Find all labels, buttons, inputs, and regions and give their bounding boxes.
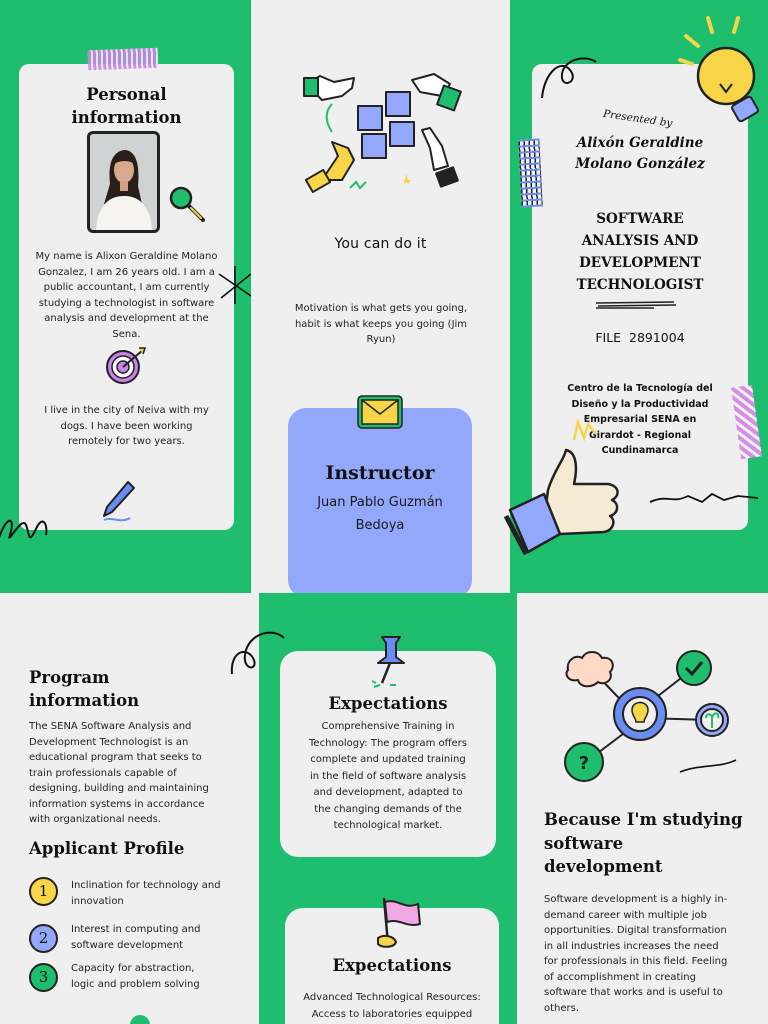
panel-because-bg [517, 593, 768, 1024]
expectations-card-1 [280, 651, 496, 857]
personal-title-line1: Personal [86, 85, 167, 104]
pencil-icon [103, 481, 135, 522]
personal-title-line2: information [71, 108, 182, 127]
program-description: The SENA Software Analysis and Developme… [29, 721, 209, 825]
applicant-item-text: Capacity for abstraction, logic and prob… [71, 963, 200, 990]
svg-text:?: ? [579, 753, 589, 774]
cover-institution: Centro de la Tecnología del Diseño y la … [567, 383, 713, 456]
expectations-title-2: Expectations [332, 956, 452, 975]
expectations-card-2 [285, 908, 499, 1024]
motivation-quote: Motivation is what gets you going, habit… [294, 303, 468, 345]
because-title: Because I'm studying software developmen… [544, 810, 743, 876]
program-title-line1: Program [29, 668, 110, 687]
motivation-heading: You can do it [334, 236, 427, 252]
avatar-photo [90, 134, 157, 230]
star-sketch-decoration [218, 266, 252, 304]
instructor-card [288, 408, 472, 598]
loop-decoration [541, 57, 597, 99]
avatar [87, 131, 160, 233]
expectations-text-2: Advanced Technological Resources: Access… [303, 992, 481, 1020]
loop-decoration [230, 631, 285, 675]
dot-decoration [130, 1015, 150, 1024]
scribble-decoration [572, 417, 597, 442]
idea-network-icon: ? [564, 650, 737, 782]
flag-icon [377, 897, 421, 948]
expectations-title-1: Expectations [328, 694, 448, 713]
personal-bio: My name is Alixon Geraldine Molano Gonza… [35, 251, 218, 340]
cover-file: FILE 2891004 [595, 330, 685, 345]
cover-author-line1: Alixón Geraldine [576, 135, 704, 151]
instructor-title: Instructor [325, 462, 435, 484]
personal-title: Personal information [19, 83, 234, 129]
cover-author-line2: Molano González [575, 156, 705, 172]
program-title: Program information [29, 666, 139, 712]
pushpin-icon [371, 636, 405, 688]
applicant-item-text: Inclination for technology and innovatio… [71, 880, 221, 907]
instructor-name: Juan Pablo Guzmán Bedoya [317, 495, 443, 533]
because-text: Software development is a highly in-dema… [544, 894, 728, 1014]
cover-title: SOFTWARE ANALYSIS AND DEVELOPMENT TECHNO… [576, 211, 704, 293]
puzzle-hands-icon [303, 73, 462, 194]
applicant-title: Applicant Profile [29, 839, 185, 858]
envelope-icon [357, 395, 403, 429]
target-icon [106, 347, 147, 384]
personal-city: I live in the city of Neiva with my dogs… [44, 405, 209, 447]
number-badge-icon: 2 [29, 924, 58, 953]
cover-author: Alixón Geraldine Molano González [556, 133, 724, 175]
expectations-text-1: Comprehensive Training in Technology: Th… [309, 721, 467, 831]
program-title-line2: information [29, 691, 140, 710]
number-badge-icon: 1 [29, 877, 58, 906]
washi-tape-decoration [87, 47, 159, 71]
swirl-decoration [0, 519, 48, 539]
lightbulb-icon [678, 16, 759, 123]
grid-tape-decoration [518, 138, 543, 208]
number-badge-icon: 3 [29, 963, 58, 992]
zigzag-decoration [649, 492, 759, 504]
thumbs-up-icon [503, 448, 619, 556]
title-underline-decoration [595, 301, 677, 309]
applicant-item-text: Interest in computing and software devel… [71, 924, 201, 951]
magnifier-icon [169, 186, 205, 222]
